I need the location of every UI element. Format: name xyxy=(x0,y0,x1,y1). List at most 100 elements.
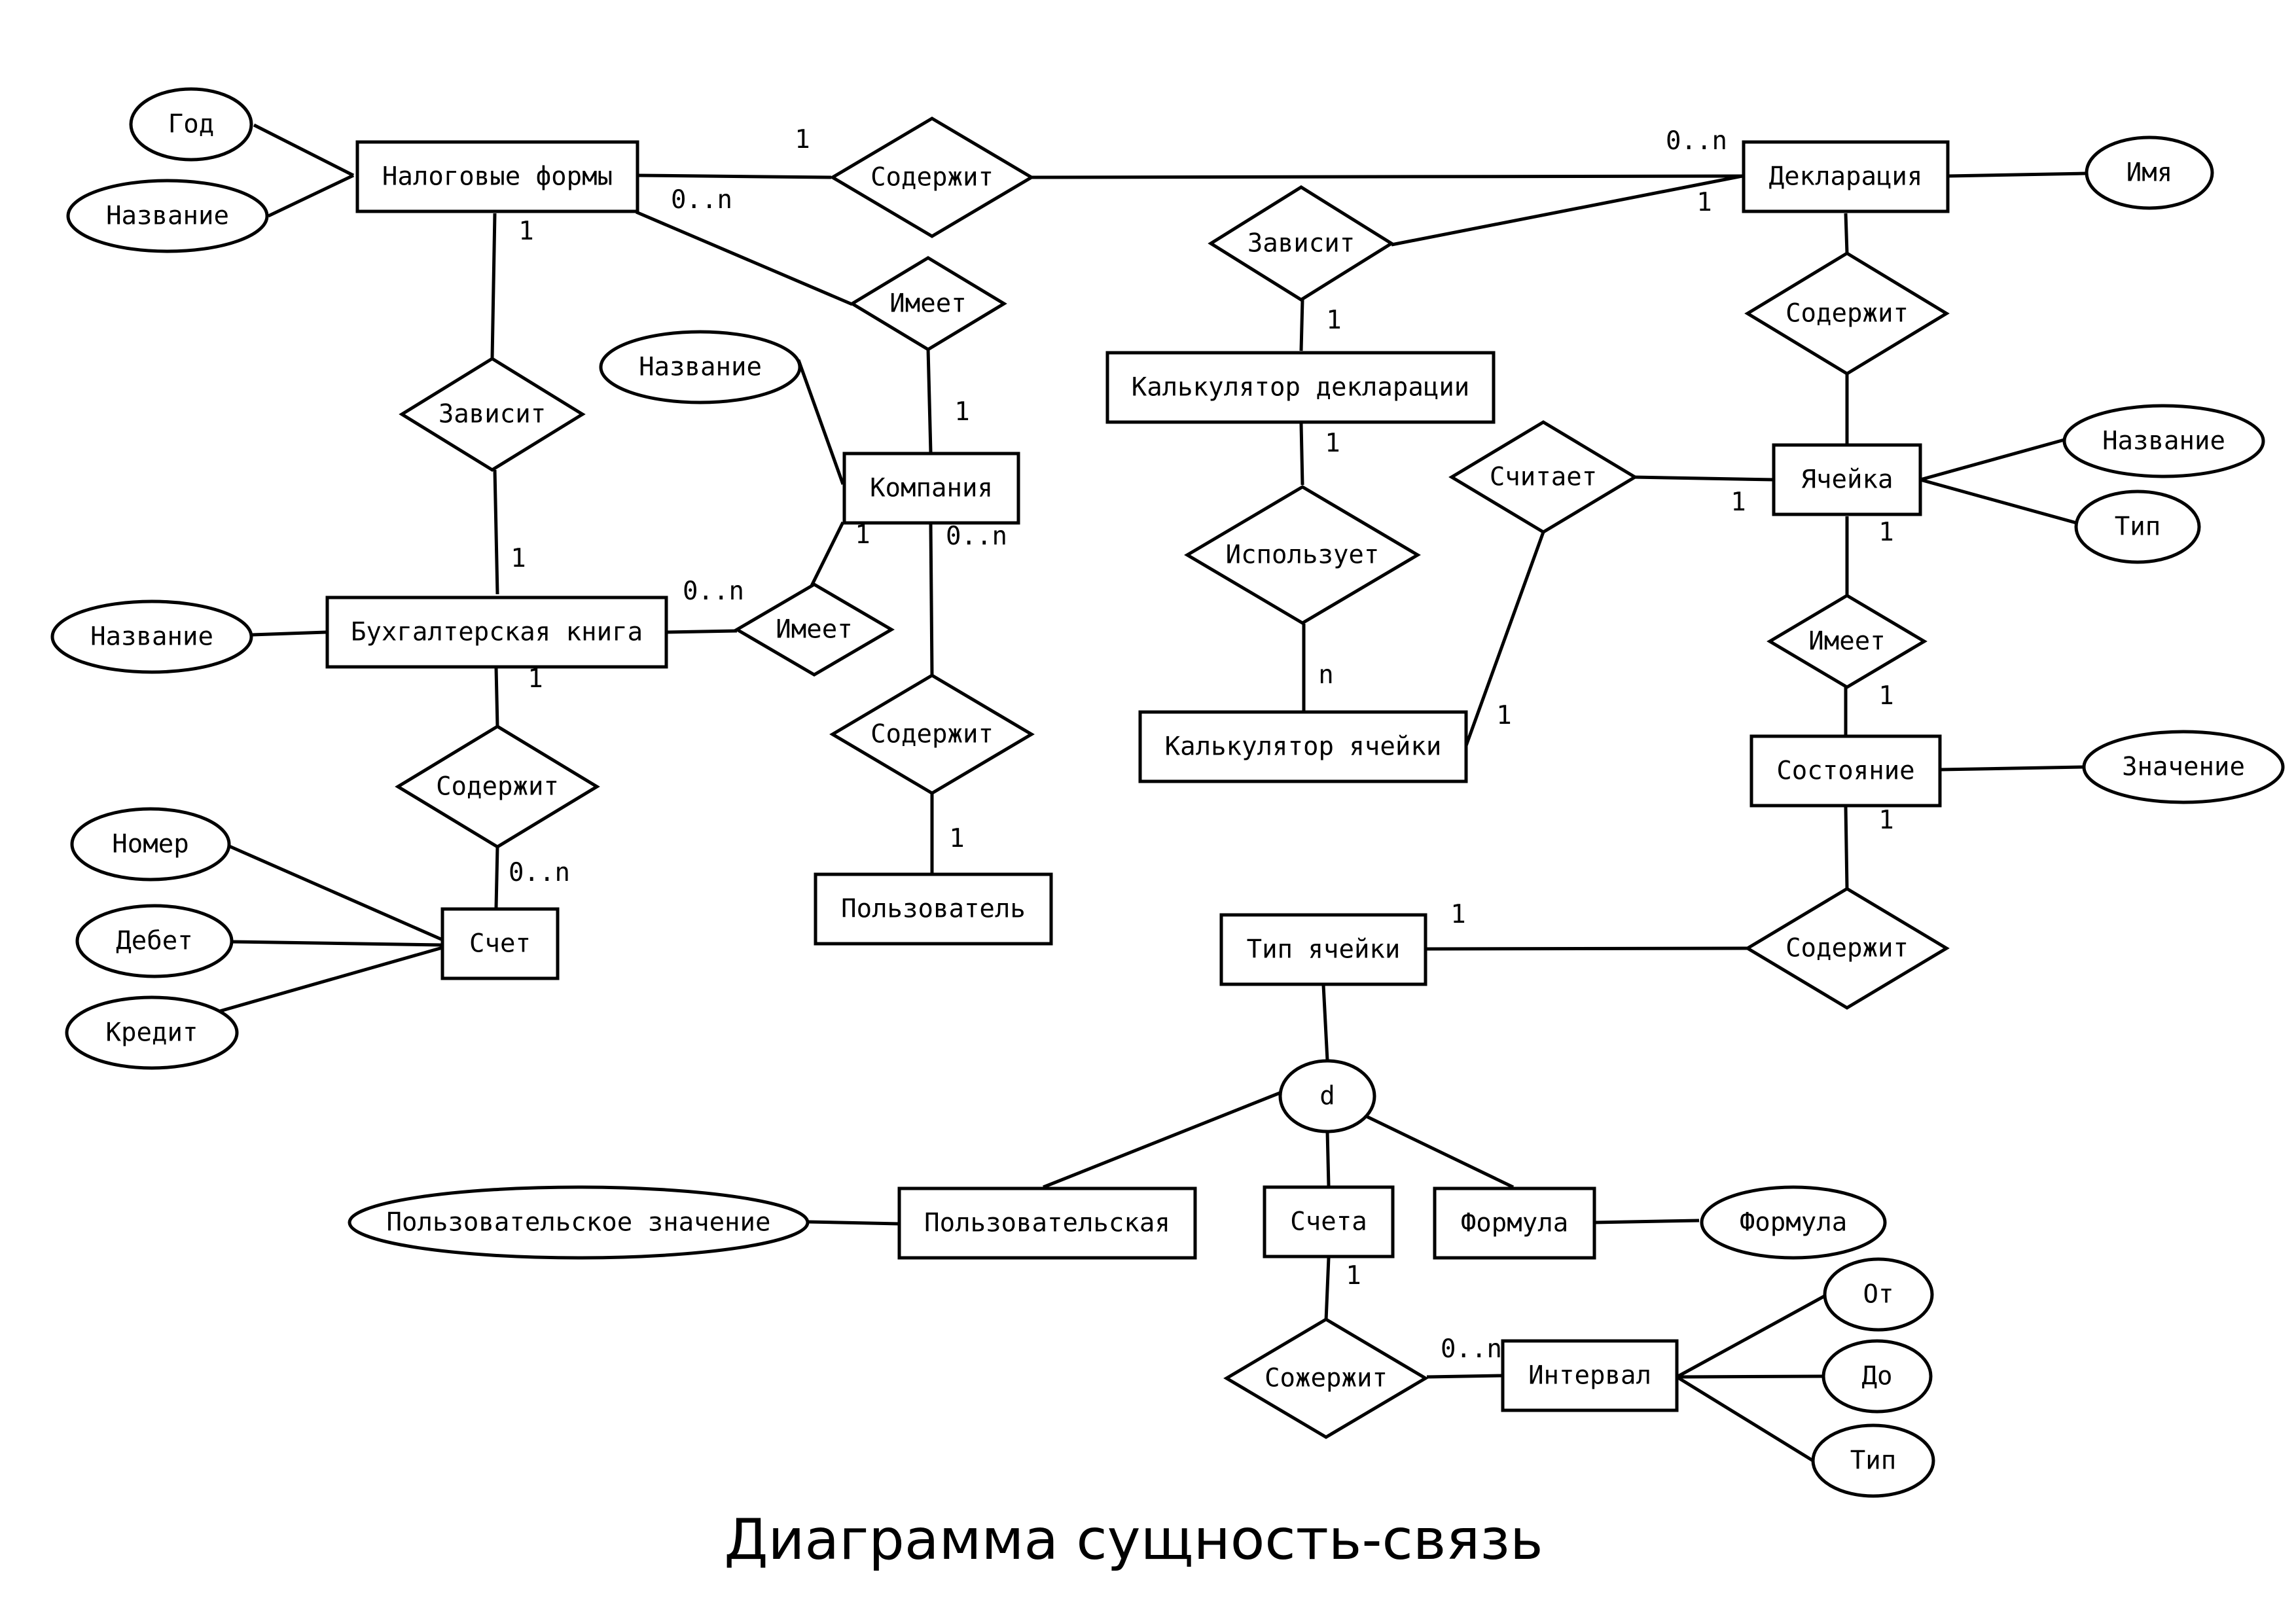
cardinality-label: 0..n xyxy=(1441,1334,1502,1364)
relationship-label: Зависит xyxy=(439,400,546,429)
cardinality-label: 1 xyxy=(1878,681,1893,711)
entity-interval: Интервал xyxy=(1501,1339,1679,1412)
entity-label: Интервал xyxy=(1528,1361,1651,1391)
entity-label: Состояние xyxy=(1776,757,1914,786)
attribute-company-name: Название xyxy=(599,330,802,404)
relationship-calculates: Считает xyxy=(1448,420,1638,534)
cardinality-label: 1 xyxy=(949,824,964,853)
attribute-label: Название xyxy=(106,202,229,231)
attribute-forms-year: Год xyxy=(129,87,253,162)
entity-label: Калькулятор декларации xyxy=(1132,373,1470,402)
entity-cell-type: Тип ячейки xyxy=(1219,913,1427,986)
cardinality-label: 1 xyxy=(518,217,533,246)
attribute-custom-value: Пользовательское значение xyxy=(348,1185,810,1260)
cardinality-label: 1 xyxy=(1878,518,1893,547)
entity-label: Счет xyxy=(469,929,531,959)
entity-user: Пользователь xyxy=(814,872,1053,946)
attribute-declaration-name: Имя xyxy=(2085,135,2214,210)
cardinality-label: 1 xyxy=(1325,429,1340,458)
relationship-accounts-contain: Сожержит xyxy=(1223,1317,1429,1439)
cardinality-label: 0..n xyxy=(683,577,744,606)
relationship-label: Имеет xyxy=(776,615,852,645)
attribute-interval-type: Тип xyxy=(1811,1423,1935,1498)
cardinality-label: 0..n xyxy=(671,185,732,215)
attribute-cell-name: Название xyxy=(2062,404,2265,478)
cardinality-labels: 1 0..n 0..n 1 1 1 1 1 1 0..n 1 0..n 1 0.… xyxy=(509,125,1894,1364)
relationship-label: Содержит xyxy=(1785,299,1909,329)
relationship-label: Зависит xyxy=(1247,229,1355,259)
entity-state: Состояние xyxy=(1749,734,1942,808)
cardinality-label: 1 xyxy=(855,520,870,550)
relationship-cell-has: Имеет xyxy=(1767,594,1928,689)
entity-ledger: Бухгалтерская книга xyxy=(325,596,668,669)
attribute-label: Кредит xyxy=(106,1018,198,1048)
attribute-interval-from: От xyxy=(1823,1257,1934,1332)
attribute-label: Пользовательское значение xyxy=(387,1208,771,1238)
cardinality-label: 1 xyxy=(1450,900,1465,929)
entity-cell: Ячейка xyxy=(1772,443,1922,516)
entity-company: Компания xyxy=(842,452,1020,525)
entity-label: Ячейка xyxy=(1801,465,1893,495)
entity-custom: Пользовательская xyxy=(897,1186,1197,1260)
entity-label: Пользовательская xyxy=(924,1209,1170,1238)
attribute-label: Год xyxy=(168,110,214,139)
relationship-label: Имеет xyxy=(1808,627,1885,656)
relationship-label: Использует xyxy=(1226,541,1380,570)
relationship-label: Сожержит xyxy=(1265,1364,1388,1393)
attribute-label: Тип xyxy=(2115,512,2161,542)
relationship-declaration-depends: Зависит xyxy=(1208,185,1395,302)
cardinality-label: 1 xyxy=(795,125,810,154)
entity-cell-calculator: Калькулятор ячейки xyxy=(1138,710,1468,783)
relationship-calculator-uses: Использует xyxy=(1184,485,1421,625)
relationship-declaration-contains-cell: Содержит xyxy=(1744,251,1950,376)
relationship-label: Содержит xyxy=(436,772,559,802)
relationship-state-contains: Содержит xyxy=(1744,887,1950,1010)
attribute-cell-type: Тип xyxy=(2074,490,2201,564)
cardinality-label: 1 xyxy=(1496,701,1511,730)
cardinality-label: 1 xyxy=(1878,806,1893,835)
cardinality-label: 1 xyxy=(511,544,526,573)
attribute-label: Дебет xyxy=(116,927,192,956)
cardinality-label: 1 xyxy=(1326,306,1341,335)
attribute-label: До xyxy=(1862,1362,1893,1391)
relationship-ledger-contains: Содержит xyxy=(395,724,600,849)
entity-label: Компания xyxy=(870,474,993,503)
relationship-ledger-depends: Зависит xyxy=(399,357,586,472)
cardinality-label: 1 xyxy=(1696,188,1712,217)
attribute-label: Тип xyxy=(1850,1446,1896,1476)
relationship-forms-has: Имеет xyxy=(849,256,1007,351)
relationship-label: Содержит xyxy=(870,163,994,192)
cardinality-label: 0..n xyxy=(946,522,1007,551)
diagram-title: Диаграмма сущность-связь xyxy=(724,1507,1543,1573)
relationship-label: Имеет xyxy=(889,289,966,319)
entity-label: Калькулятор ячейки xyxy=(1165,732,1442,762)
relationship-forms-contain: Содержит xyxy=(829,116,1035,238)
attribute-account-number: Номер xyxy=(70,807,231,882)
relationship-label: Считает xyxy=(1490,463,1597,492)
cardinality-label: 1 xyxy=(528,664,543,694)
cardinality-label: 1 xyxy=(1731,488,1746,517)
entity-tax-forms: Налоговые формы xyxy=(355,140,639,213)
entity-account: Счет xyxy=(440,907,560,980)
cardinality-label: 0..n xyxy=(509,858,570,887)
attribute-account-credit: Кредит xyxy=(65,995,239,1070)
entity-accounts: Счета xyxy=(1263,1185,1395,1258)
attribute-label: От xyxy=(1863,1280,1894,1310)
attribute-formula: Формула xyxy=(1700,1185,1887,1260)
disjoint-circle: d xyxy=(1278,1059,1376,1133)
entity-label: Налоговые формы xyxy=(382,162,613,192)
attribute-account-debit: Дебет xyxy=(75,904,234,978)
entity-declaration: Декларация xyxy=(1742,140,1950,213)
cardinality-label: 0..n xyxy=(1666,126,1727,156)
relationship-company-has: Имеет xyxy=(734,582,895,677)
relationship-label: Содержит xyxy=(870,720,994,749)
entity-label: Декларация xyxy=(1769,162,1923,192)
attribute-label: Номер xyxy=(112,830,188,859)
entity-declaration-calculator: Калькулятор декларации xyxy=(1105,351,1496,424)
cardinality-label: 1 xyxy=(1346,1261,1361,1291)
attribute-label: Название xyxy=(90,622,213,652)
attribute-state-value: Значение xyxy=(2082,730,2285,804)
connectors xyxy=(219,123,2086,1463)
attribute-label: Название xyxy=(639,353,762,382)
